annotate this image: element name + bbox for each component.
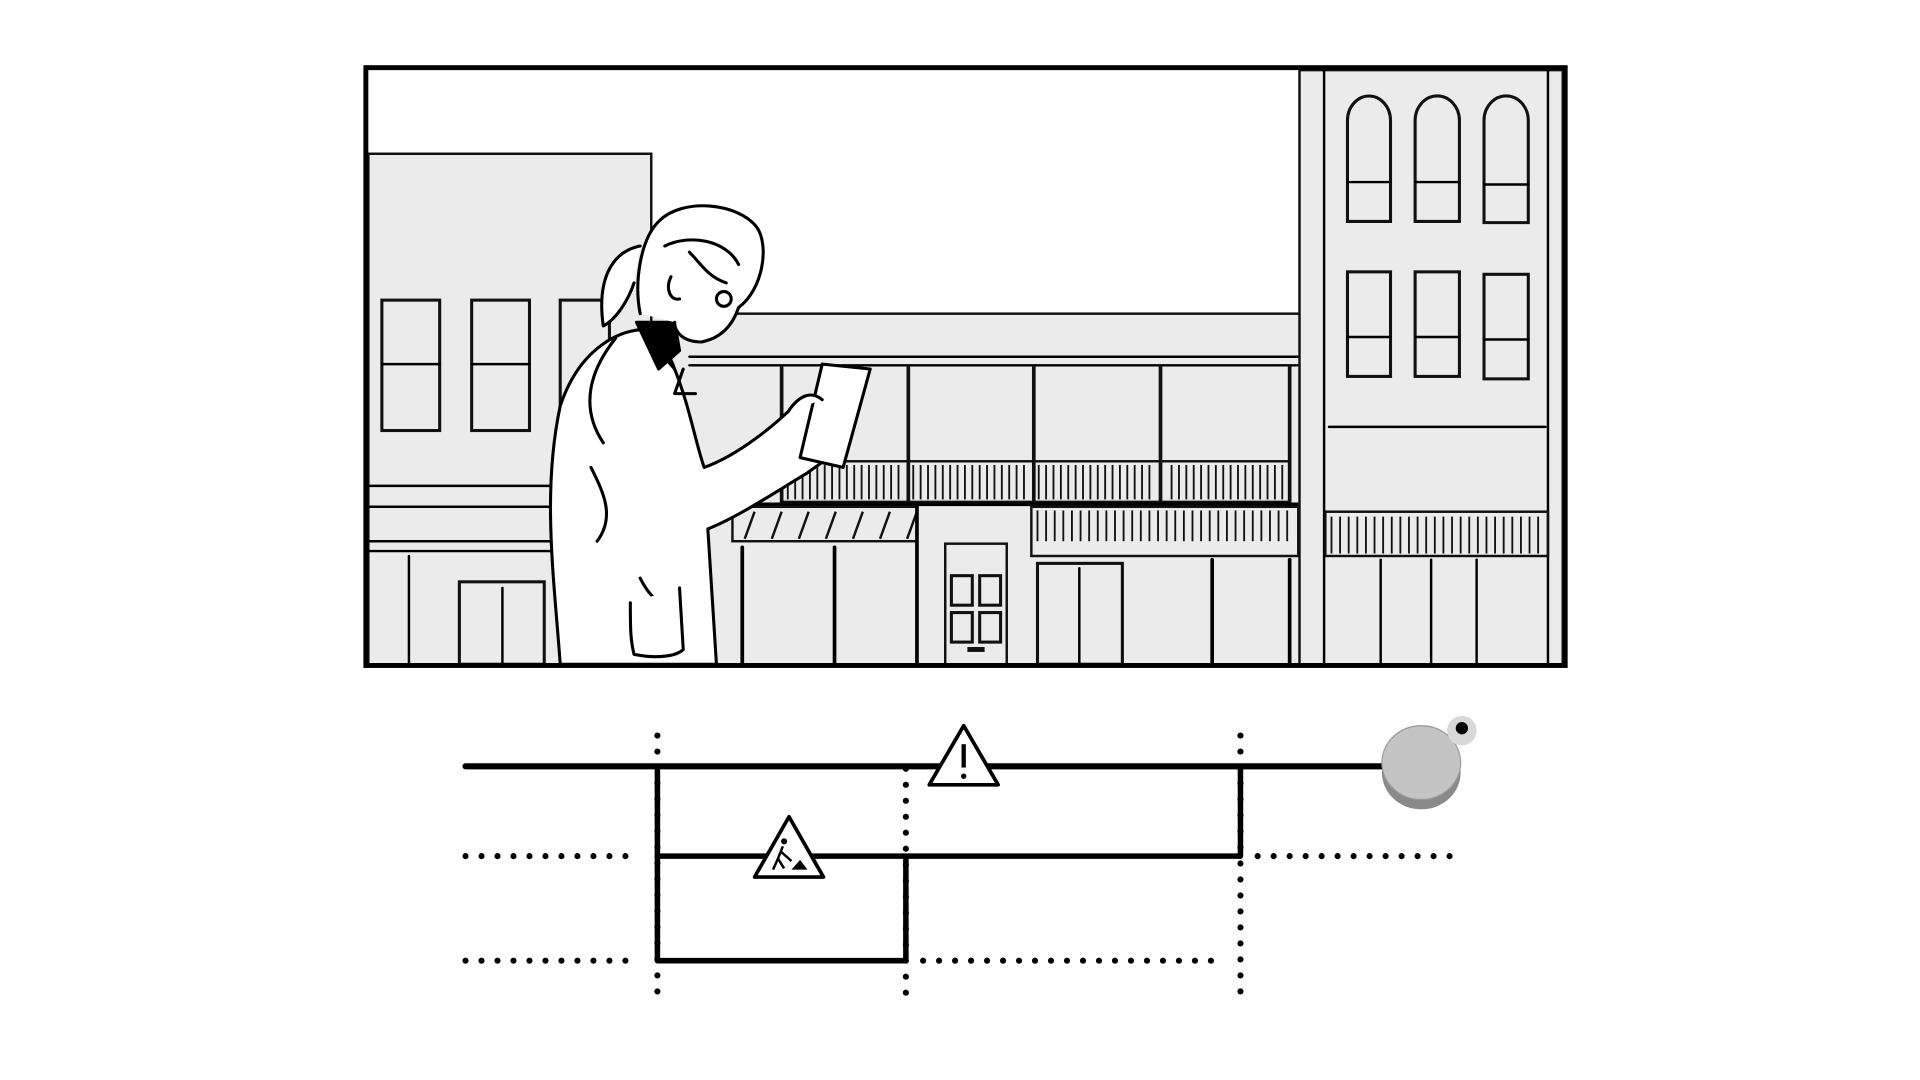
scene-line	[851, 511, 864, 540]
branch-track-middle	[654, 763, 1244, 859]
scene-line	[743, 511, 756, 540]
scene-line	[824, 511, 837, 540]
right-building	[1298, 68, 1564, 666]
branch-track-lower	[654, 763, 909, 964]
scene-line	[797, 511, 810, 540]
scene-line	[770, 511, 783, 540]
timeline-diagram	[462, 715, 1477, 997]
warning-icon[interactable]	[927, 723, 1000, 787]
scene-frame	[363, 65, 1568, 668]
road-work-icon[interactable]	[752, 814, 826, 879]
scene-line	[878, 511, 892, 540]
woman-figure	[548, 204, 872, 666]
playhead-knob-icon[interactable]	[1381, 715, 1477, 810]
